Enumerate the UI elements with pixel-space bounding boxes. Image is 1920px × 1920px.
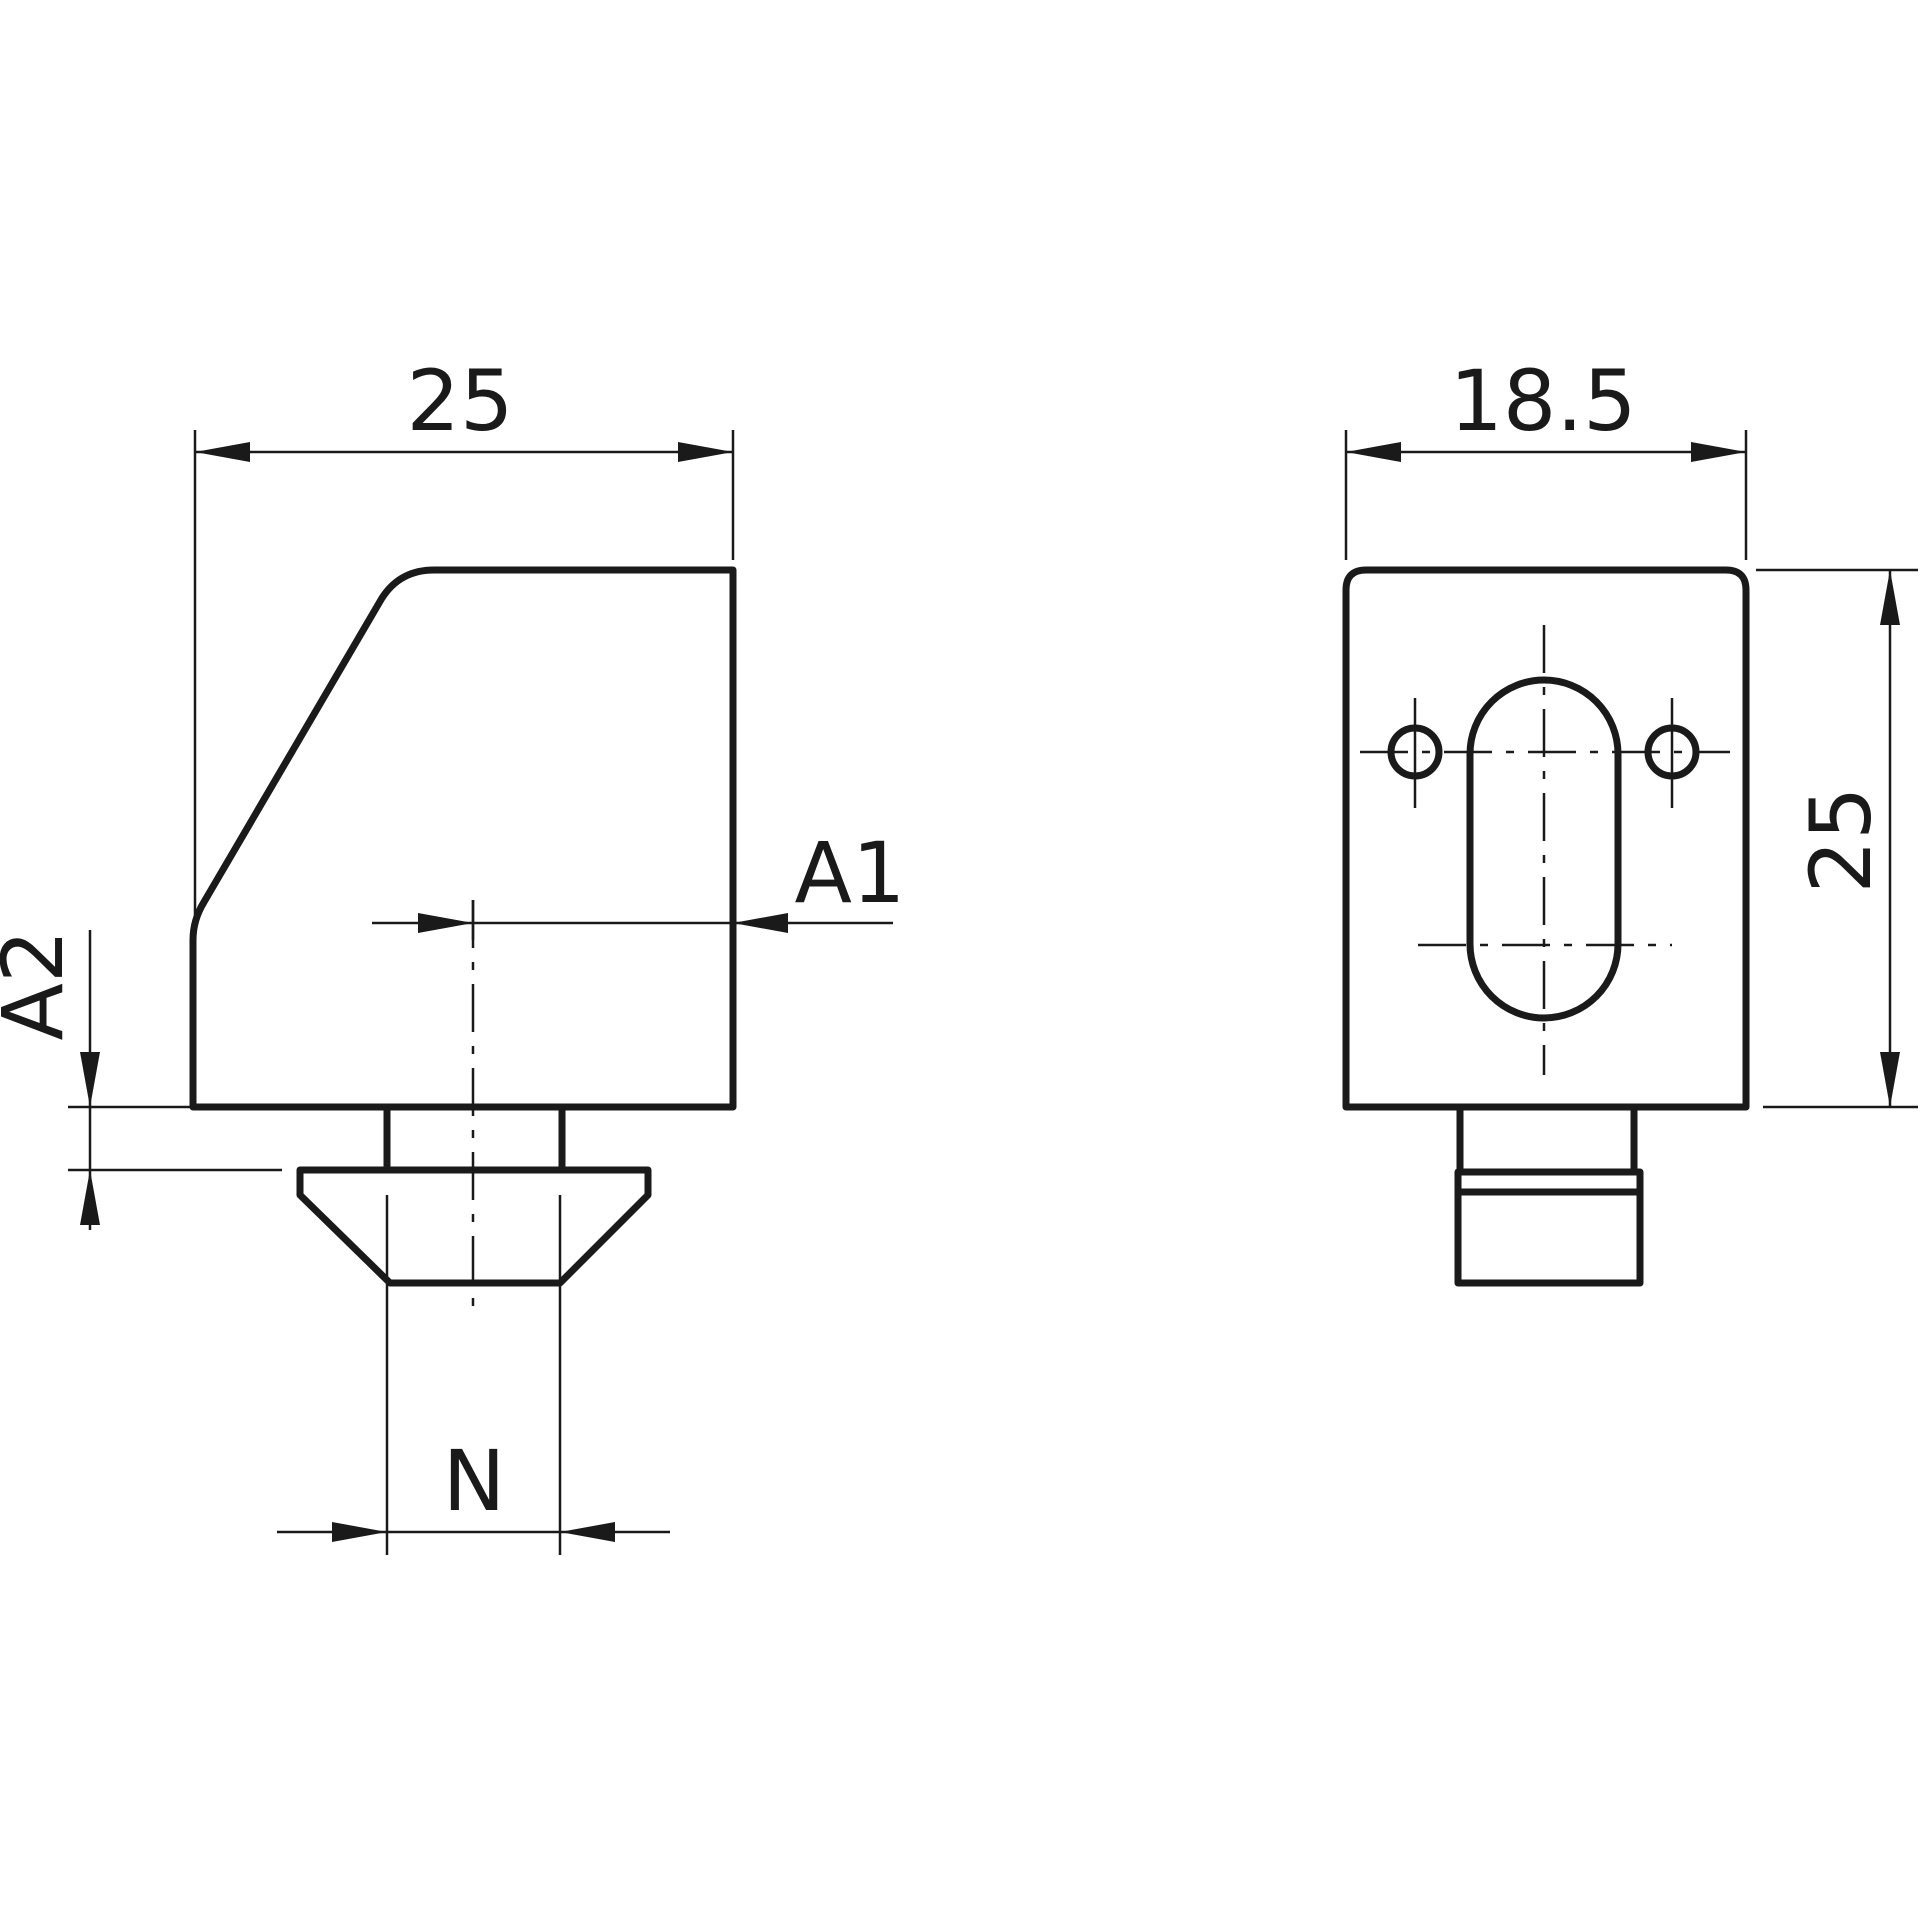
front-height-label: 25 [1792,787,1890,894]
side-neck [383,1103,566,1174]
a2-arrowhead-bottom [80,1170,100,1225]
side-depth-label: A2 [0,930,82,1041]
a1-arrowhead-left [418,913,473,933]
front-body-outline [1342,566,1750,1111]
arrowhead-right [678,442,733,462]
side-body-outline [189,566,737,1111]
arrowhead-bottom [1880,1052,1900,1107]
arrowhead-left [1346,442,1401,462]
n-arrowhead-left [332,1522,387,1542]
front-tslot-block [1454,1168,1644,1287]
a1-arrowhead-right [733,913,788,933]
n-arrowhead-right [560,1522,615,1542]
arrowhead-left [195,442,250,462]
a2-arrowhead-top [80,1052,100,1107]
front-width-label: 18.5 [1449,352,1636,450]
front-width-dimension: 18.5 [1344,352,1748,560]
front-neck [1456,1103,1638,1176]
side-offset-dimension: A1 [372,824,905,940]
arrowhead-right [1691,442,1746,462]
side-offset-label: A1 [795,824,906,922]
side-width-dimension: 25 [193,352,735,930]
side-slot-label: N [443,1432,506,1530]
front-height-dimension: 25 [1756,568,1918,1109]
side-slot-dimension: N [277,1195,670,1555]
side-view: 25 A1 A2 N [0,352,905,1555]
arrowhead-top [1880,570,1900,625]
front-slot [1466,676,1622,1022]
side-width-label: 25 [407,352,514,450]
side-depth-dimension: A2 [0,930,282,1230]
front-view: 18.5 25 [1342,352,1918,1287]
